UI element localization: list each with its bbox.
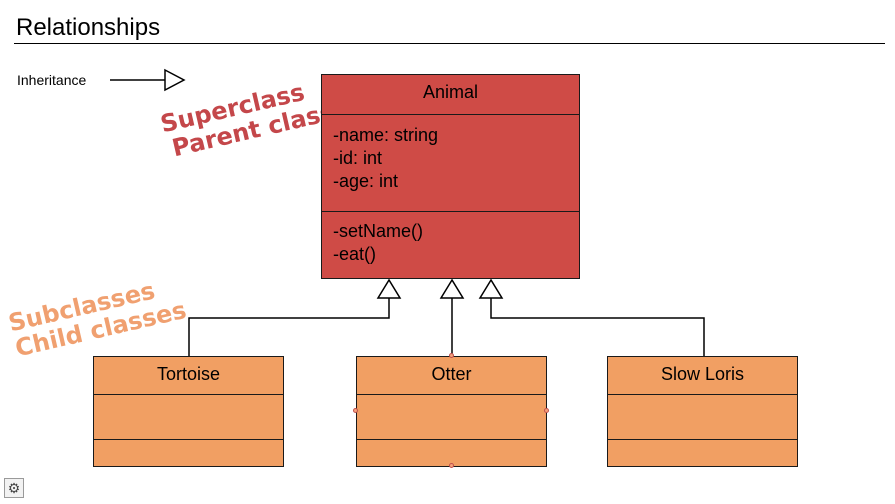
class-name: Otter [431, 364, 472, 384]
class-attributes [608, 394, 797, 439]
otter-arrowhead [439, 278, 465, 299]
inheritance-arrow-icon [110, 68, 186, 92]
class-methods [94, 439, 283, 465]
class-name: Slow Loris [660, 364, 745, 384]
class-otter[interactable]: Otter [356, 356, 547, 467]
resize-handle-right[interactable] [544, 408, 549, 413]
resize-handle-left[interactable] [353, 408, 358, 413]
method: -eat() [333, 244, 377, 264]
resize-handle-bottom[interactable] [449, 463, 454, 468]
class-name: Tortoise [156, 364, 221, 384]
attribute: -name: string [333, 125, 439, 145]
attribute: -id: int [333, 148, 383, 168]
method: -setName() [333, 221, 424, 241]
slow-loris-arrowhead [478, 278, 504, 299]
class-attributes: -name: string -id: int -age: int [322, 114, 579, 211]
class-attributes [357, 394, 546, 439]
title-underline [14, 43, 885, 44]
legend-inheritance-label: Inheritance [17, 72, 87, 88]
class-methods [357, 439, 546, 465]
slow-loris-connector [490, 298, 705, 356]
gear-icon[interactable]: ⚙ [4, 478, 24, 498]
class-methods [608, 439, 797, 465]
resize-handle-top[interactable] [449, 353, 454, 358]
class-attributes [94, 394, 283, 439]
class-slow-loris[interactable]: Slow Loris [607, 356, 798, 467]
tortoise-arrowhead [376, 278, 402, 299]
attribute: -age: int [333, 171, 399, 191]
class-name: Animal [422, 82, 479, 102]
class-animal[interactable]: Animal -name: string -id: int -age: int … [321, 74, 580, 279]
page-title: Relationships [16, 14, 161, 41]
class-tortoise[interactable]: Tortoise [93, 356, 284, 467]
tortoise-connector [188, 298, 390, 356]
class-methods: -setName() -eat() [322, 211, 579, 277]
